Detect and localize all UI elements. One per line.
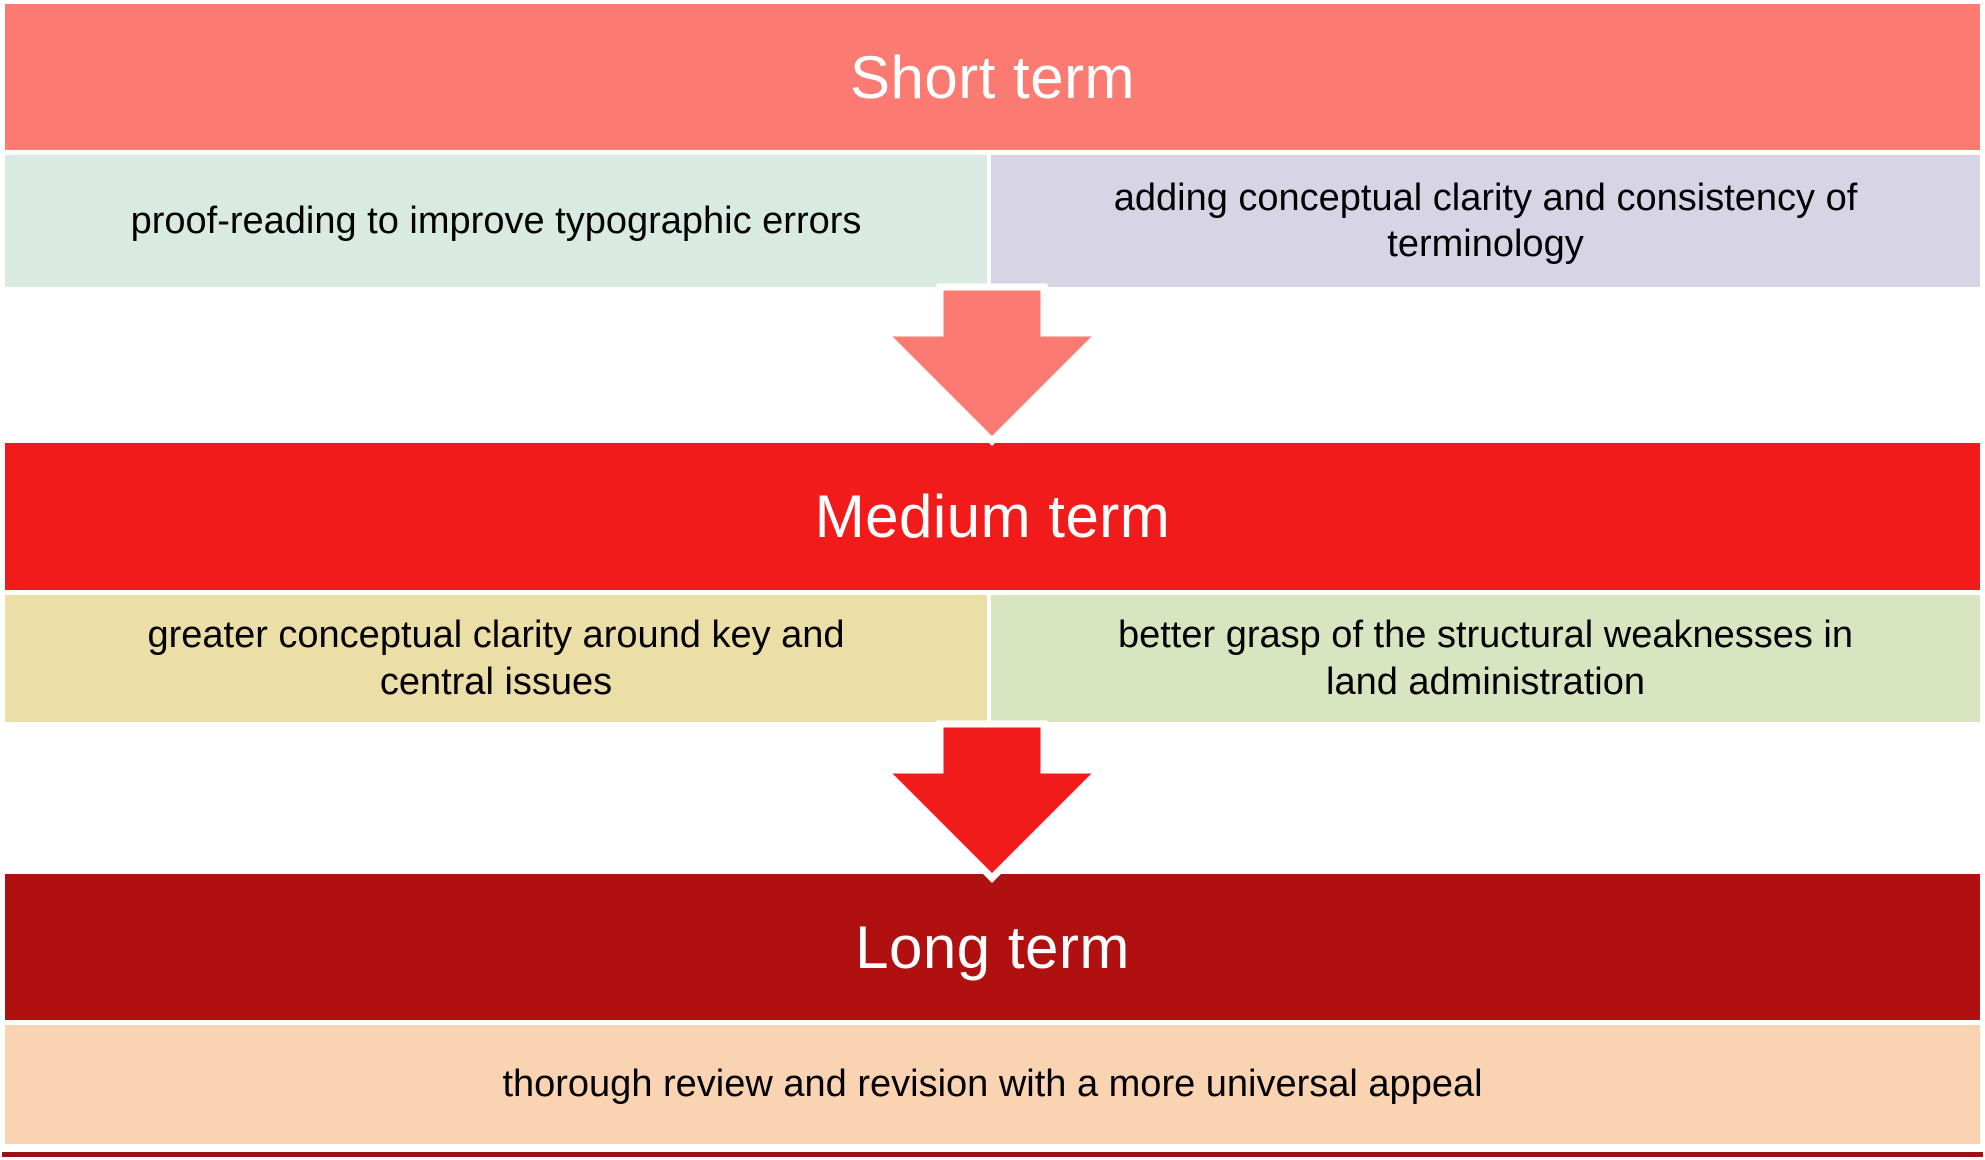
medium-term-title: Medium term	[814, 483, 1171, 550]
cell-text-line: terminology	[1387, 223, 1584, 265]
short-term-cell-right: adding conceptual clarity and consistenc…	[991, 155, 1980, 287]
down-arrow-icon	[882, 720, 1102, 883]
cell-text-line: adding conceptual clarity and consistenc…	[1113, 176, 1858, 219]
long-term-title: Long term	[855, 913, 1130, 981]
medium-term-cell-left: greater conceptual clarity around key an…	[5, 595, 987, 722]
cell-text-line: greater conceptual clarity around key an…	[147, 614, 845, 657]
cell-text-line: central issues	[379, 660, 613, 703]
bottom-edge-line	[2, 1152, 1983, 1157]
cell-text-line: land administration	[1326, 660, 1645, 703]
cell-text-line: proof-reading to improve typographic err…	[130, 199, 862, 242]
medium-term-header: Medium term	[5, 443, 1980, 590]
cell-text-line: better grasp of the structural weaknesse…	[1117, 614, 1854, 657]
medium-term-cell-right: better grasp of the structural weaknesse…	[991, 595, 1980, 722]
short-term-title: Short term	[849, 43, 1136, 111]
cell-text-line: thorough review and revision with a more…	[502, 1063, 1483, 1106]
long-term-cell: thorough review and revision with a more…	[5, 1025, 1980, 1144]
down-arrow-icon	[882, 283, 1102, 446]
long-term-header: Long term	[5, 874, 1980, 1020]
short-term-cell-left: proof-reading to improve typographic err…	[5, 155, 987, 287]
short-term-header: Short term	[5, 4, 1980, 150]
